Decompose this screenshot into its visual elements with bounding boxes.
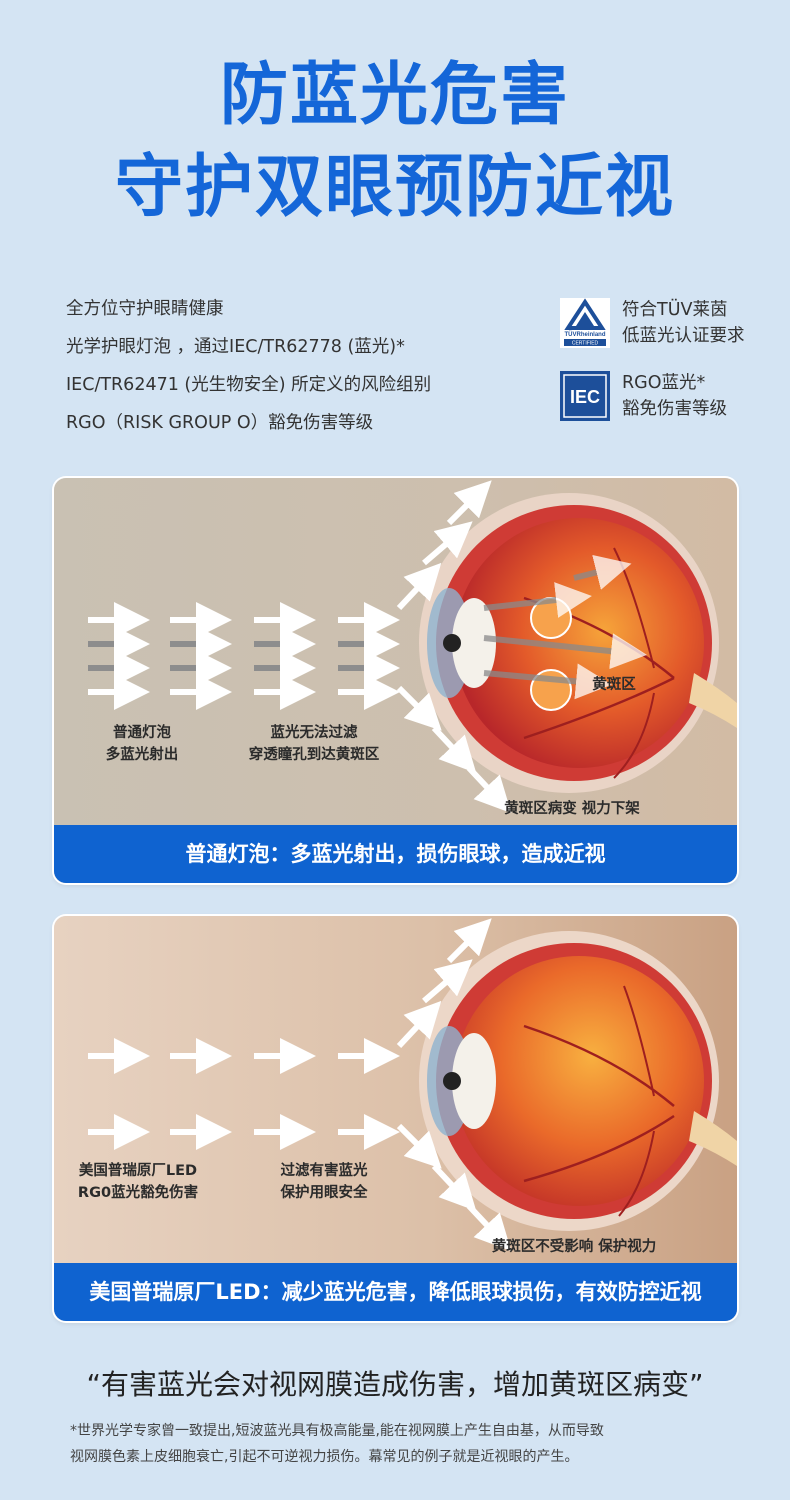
tuv-logo-name: TÜVRheinland (564, 331, 605, 338)
headline-line-1: 防蓝光危害 (219, 56, 570, 135)
iec-certification: IEC RGO蓝光* 豁免伤害等级 (560, 370, 727, 422)
caption-line: 美国普瑞原厂LED (78, 1163, 198, 1179)
eye-diagram-illustration (88, 918, 737, 1252)
quote: “有害蓝光会对视网膜造成伤害，增加黄斑区病变” (86, 1368, 704, 1401)
cert-line: 符合TÜV莱茵 (622, 300, 728, 320)
cert-line: 豁免伤害等级 (622, 399, 727, 419)
caption-line: 过滤有害蓝光 (280, 1163, 368, 1179)
footnote-line: *世界光学专家曾一致提出,短波蓝光具有极高能量,能在视网膜上产生自由基，从而导致 (70, 1423, 604, 1439)
macula-label: 黄斑区 (592, 677, 636, 693)
caption-ordinary-bulb: 普通灯泡 多蓝光射出 (82, 722, 202, 766)
iec-logo-text: IEC (570, 387, 600, 407)
tuv-logo-certified: CERTIFIED (572, 341, 599, 347)
footnote: *世界光学专家曾一致提出,短波蓝光具有极高能量,能在视网膜上产生自由基，从而导致… (70, 1418, 730, 1470)
ordinary-bulb-panel: 普通灯泡 多蓝光射出 蓝光无法过滤 穿透瞳孔到达黄斑区 黄斑区 黄斑区病变 视力… (54, 478, 737, 883)
caption-led-source: 美国普瑞原厂LED RG0蓝光豁免伤害 (68, 1160, 208, 1204)
intro-line: RGO（RISK GROUP O）豁免伤害等级 (66, 413, 374, 433)
eye-diagram-illustration (88, 480, 737, 814)
caption-line: 多蓝光射出 (105, 747, 179, 763)
caption-line: RG0蓝光豁免伤害 (77, 1185, 199, 1201)
caption-line: 普通灯泡 (113, 725, 171, 741)
macula-damage-label: 黄斑区病变 视力下架 (504, 801, 640, 817)
caption-line: 保护用眼安全 (280, 1185, 368, 1201)
footnote-line: 视网膜色素上皮细胞衰亡,引起不可逆视力损伤。幕常见的例子就是近视眼的产生。 (70, 1449, 579, 1465)
caption-line: 蓝光无法过滤 (270, 725, 358, 741)
caption-filter-blue-light: 过滤有害蓝光 保护用眼安全 (254, 1160, 394, 1204)
intro-line: 光学护眼灯泡 ，通过IEC/TR62778 (蓝光)* (66, 337, 405, 357)
caption-blue-light-unfiltered: 蓝光无法过滤 穿透瞳孔到达黄斑区 (234, 722, 394, 766)
tuv-rheinland-logo: TÜVRheinland CERTIFIED (560, 298, 610, 348)
intro-text: 全方位守护眼睛健康 光学护眼灯泡 ，通过IEC/TR62778 (蓝光)* IE… (66, 290, 431, 442)
led-banner: 美国普瑞原厂LED：减少蓝光危害，降低眼球损伤，有效防控近视 (54, 1263, 737, 1321)
led-panel: 美国普瑞原厂LED RG0蓝光豁免伤害 过滤有害蓝光 保护用眼安全 黄斑区不受影… (54, 916, 737, 1321)
iec-logo: IEC (560, 371, 610, 421)
intro-line: IEC/TR62471 (光生物安全) 所定义的风险组别 (66, 375, 432, 395)
macula-safe-label: 黄斑区不受影响 保护视力 (491, 1239, 657, 1255)
tuv-certification: TÜVRheinland CERTIFIED 符合TÜV莱茵 低蓝光认证要求 (560, 297, 745, 349)
caption-line: 穿透瞳孔到达黄斑区 (248, 747, 380, 763)
intro-line: 全方位守护眼睛健康 (66, 299, 224, 319)
headline-line-2: 守护双眼预防近视 (114, 148, 675, 227)
ordinary-bulb-banner: 普通灯泡：多蓝光射出，损伤眼球，造成近视 (54, 825, 737, 883)
cert-line: 低蓝光认证要求 (622, 326, 745, 346)
cert-line: RGO蓝光* (622, 373, 706, 393)
